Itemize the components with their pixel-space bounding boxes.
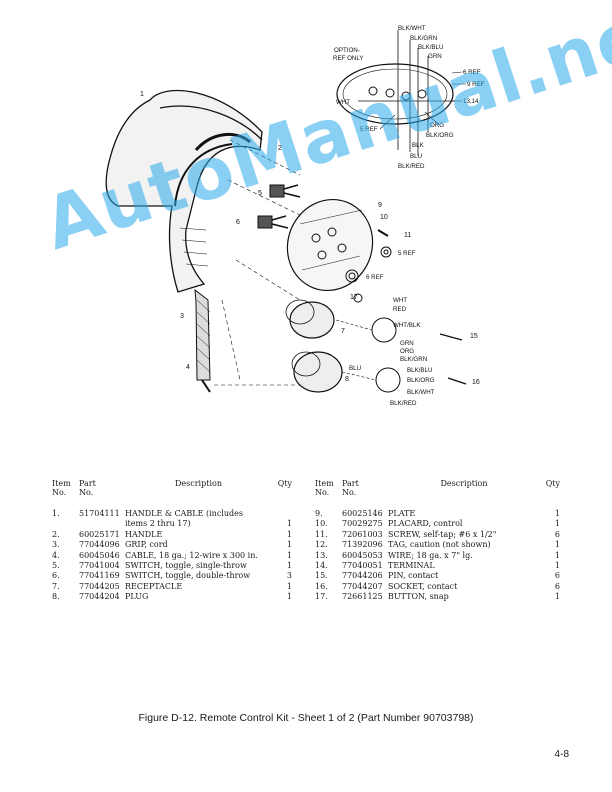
wire-label: BLK/GRN [410,35,437,42]
wire-label: WHT [336,99,350,106]
wire-label: 9 REF [467,81,485,88]
wire-label: RED [393,306,407,313]
callout-8: 8 [345,376,349,383]
figure-caption: Figure D-12. Remote Control Kit - Sheet … [138,712,474,724]
callout-17: 17 [350,294,358,301]
header-item-no: No. [52,488,67,497]
exploded-parts-diagram: 1 2 3 4 5 6 7 8 9 10 11 15 16 17 BLK/WHT… [105,25,485,407]
wire-labels: BLK/WHT BLK/GRN BLK/BLU GRN 6 REF 9 REF … [333,25,485,407]
wire-label: BLK/RED [390,400,417,407]
wire-label: BLK/RED [398,163,425,170]
wire-label: 13,14 [463,98,479,105]
wire-label: REF ONLY [333,55,363,62]
callout-9: 9 [378,202,382,209]
callout-7: 7 [341,328,345,335]
wire-label: 6 REF [463,69,481,76]
wire-label: BLK [412,142,425,149]
wire-label: 5 REF [398,250,416,257]
wire-label: BLK/ORG [407,377,435,384]
callout-10: 10 [380,214,388,221]
wire-label: WHT [393,297,407,304]
toggle-switches [257,184,301,229]
callout-2: 2 [278,145,282,152]
header-description: Description [440,479,488,488]
callout-numbers: 1 2 3 4 5 6 7 8 9 10 11 15 16 17 [140,91,480,386]
wire-label: BLU [349,365,361,372]
wire-label: ORG [430,122,444,129]
callout-5: 5 [258,190,262,197]
wire-label: 5 REF [360,126,378,133]
callout-15: 15 [470,333,478,340]
wire-label: OPTION- [334,47,360,54]
header-part: Part [79,479,96,488]
wire-label: ORG [400,348,414,355]
callout-11: 11 [404,232,411,239]
header-item-no: No. [315,488,330,497]
header-part-no: No. [342,488,357,497]
cable [194,288,211,393]
callout-6: 6 [236,219,240,226]
wire-label: BLK/BLU [418,44,443,51]
header-part: Part [342,479,359,488]
table-row: items 2 thru 17)1 [125,519,292,529]
hardware [345,229,392,303]
wire-label: GRN [400,340,414,347]
header-qty: Qty [545,479,560,488]
wire-label: GRN [428,53,442,60]
header-item: Item [315,479,334,488]
wire-label: BLU [410,153,422,160]
control-plate [286,198,374,292]
header-qty: Qty [277,479,292,488]
wire-label: BLK/WHT [407,389,435,396]
callout-1: 1 [140,91,144,98]
wiring-detail [336,30,466,156]
handle-housing [105,89,263,293]
wire-label: BLK/GRN [400,356,427,363]
callout-3: 3 [180,313,184,320]
wire-label: BLK/WHT [398,25,426,32]
receptacle-plug [285,299,467,393]
wire-label: 6 REF [366,274,384,281]
callout-4: 4 [186,364,190,371]
header-item: Item [52,479,71,488]
wire-label: BLK/BLU [407,367,432,374]
callout-16: 16 [472,379,480,386]
header-part-no: No. [79,488,94,497]
page-number: 4-8 [554,749,569,760]
header-description: Description [175,479,222,488]
wire-label: BLK/ORG [426,132,454,139]
wire-label: WHT/BLK [393,322,421,329]
